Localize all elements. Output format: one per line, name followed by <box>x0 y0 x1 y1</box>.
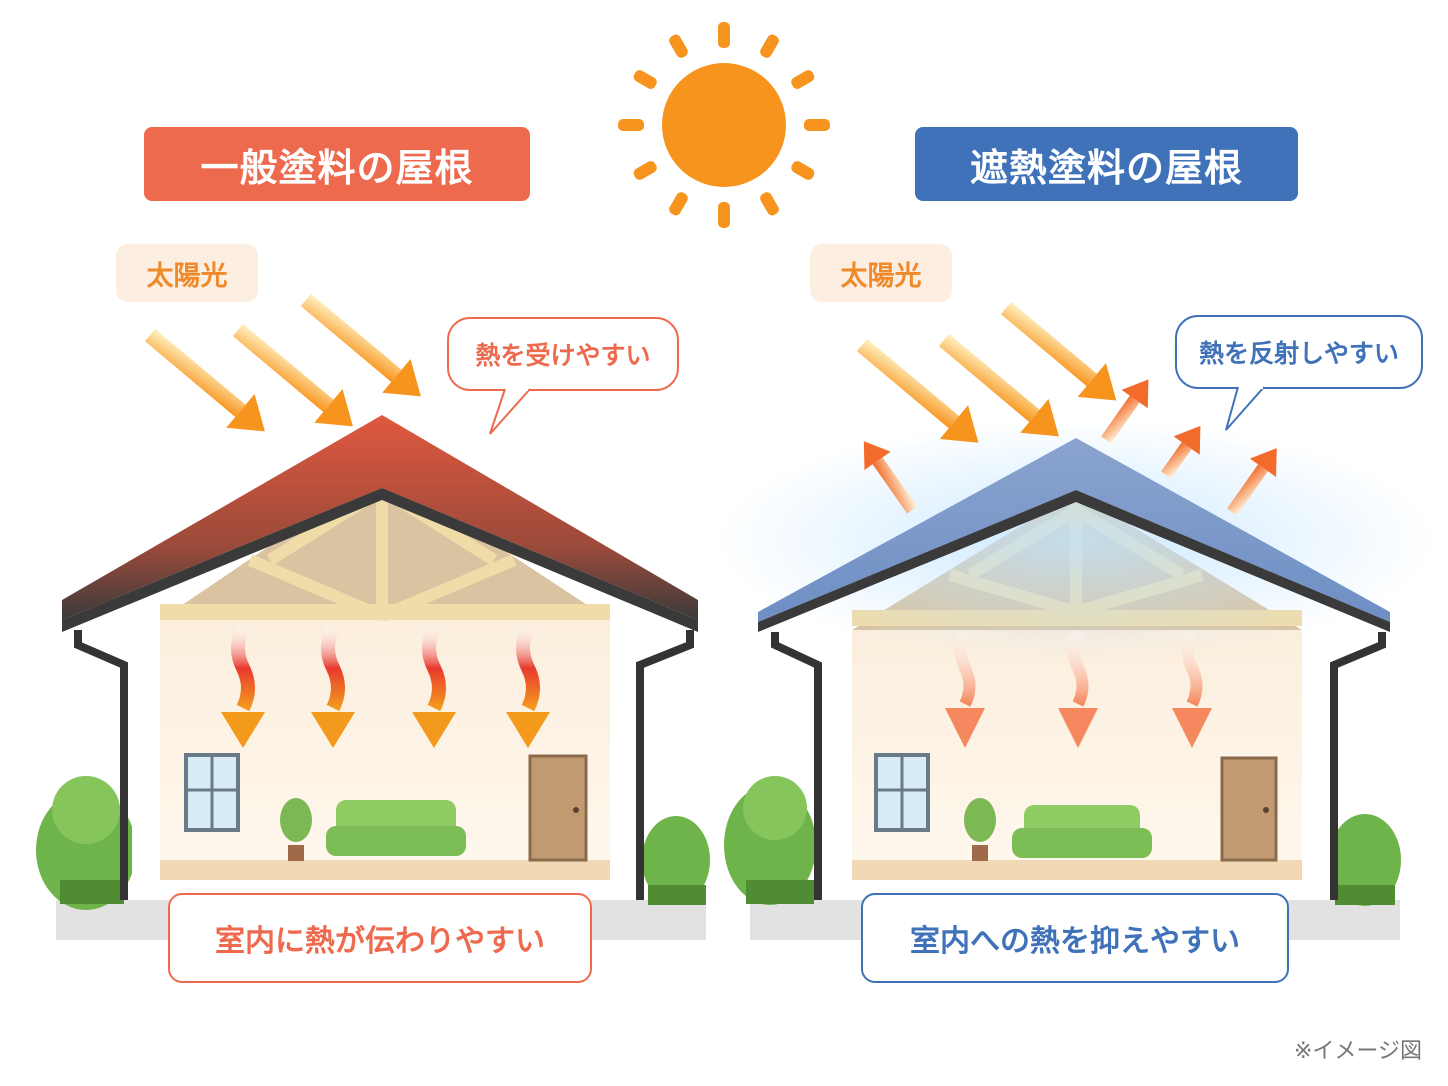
plant-icon <box>964 798 996 861</box>
sunlight-arrows-left <box>144 293 421 432</box>
left-caption: 室内に熱が伝わりやすい <box>168 893 592 983</box>
door-icon <box>1220 756 1278 862</box>
speech-bubble-left <box>447 317 679 435</box>
tree-icon <box>1329 814 1401 906</box>
tree-icon <box>36 776 136 910</box>
right-title: 遮熱塗料の屋根 <box>915 127 1298 201</box>
window-icon <box>184 753 240 832</box>
plant-icon <box>280 798 312 861</box>
sunlight-arrows-right <box>856 301 1117 443</box>
sofa-icon <box>1012 805 1152 858</box>
heat-arrows-left <box>221 624 550 748</box>
reflected-arrows <box>863 379 1277 516</box>
sofa-icon <box>326 800 466 856</box>
speech-bubble-right <box>1175 315 1423 431</box>
left-sunlight-label: 太陽光 <box>116 244 258 302</box>
tree-icon <box>724 776 816 905</box>
heat-arrows-right <box>945 629 1212 748</box>
right-caption: 室内への熱を抑えやすい <box>861 893 1289 983</box>
window-icon <box>874 753 930 832</box>
door-icon <box>528 754 588 862</box>
right-bubble-text: 熱を反射しやすい <box>1199 339 1399 368</box>
right-sunlight-label: 太陽光 <box>810 244 952 302</box>
left-bubble-text: 熱を受けやすい <box>475 341 651 370</box>
image-note: ※イメージ図 <box>1294 1039 1422 1064</box>
left-title: 一般塗料の屋根 <box>144 127 530 201</box>
tree-icon <box>642 816 710 905</box>
left-house <box>36 415 710 940</box>
sun-icon <box>618 22 830 228</box>
